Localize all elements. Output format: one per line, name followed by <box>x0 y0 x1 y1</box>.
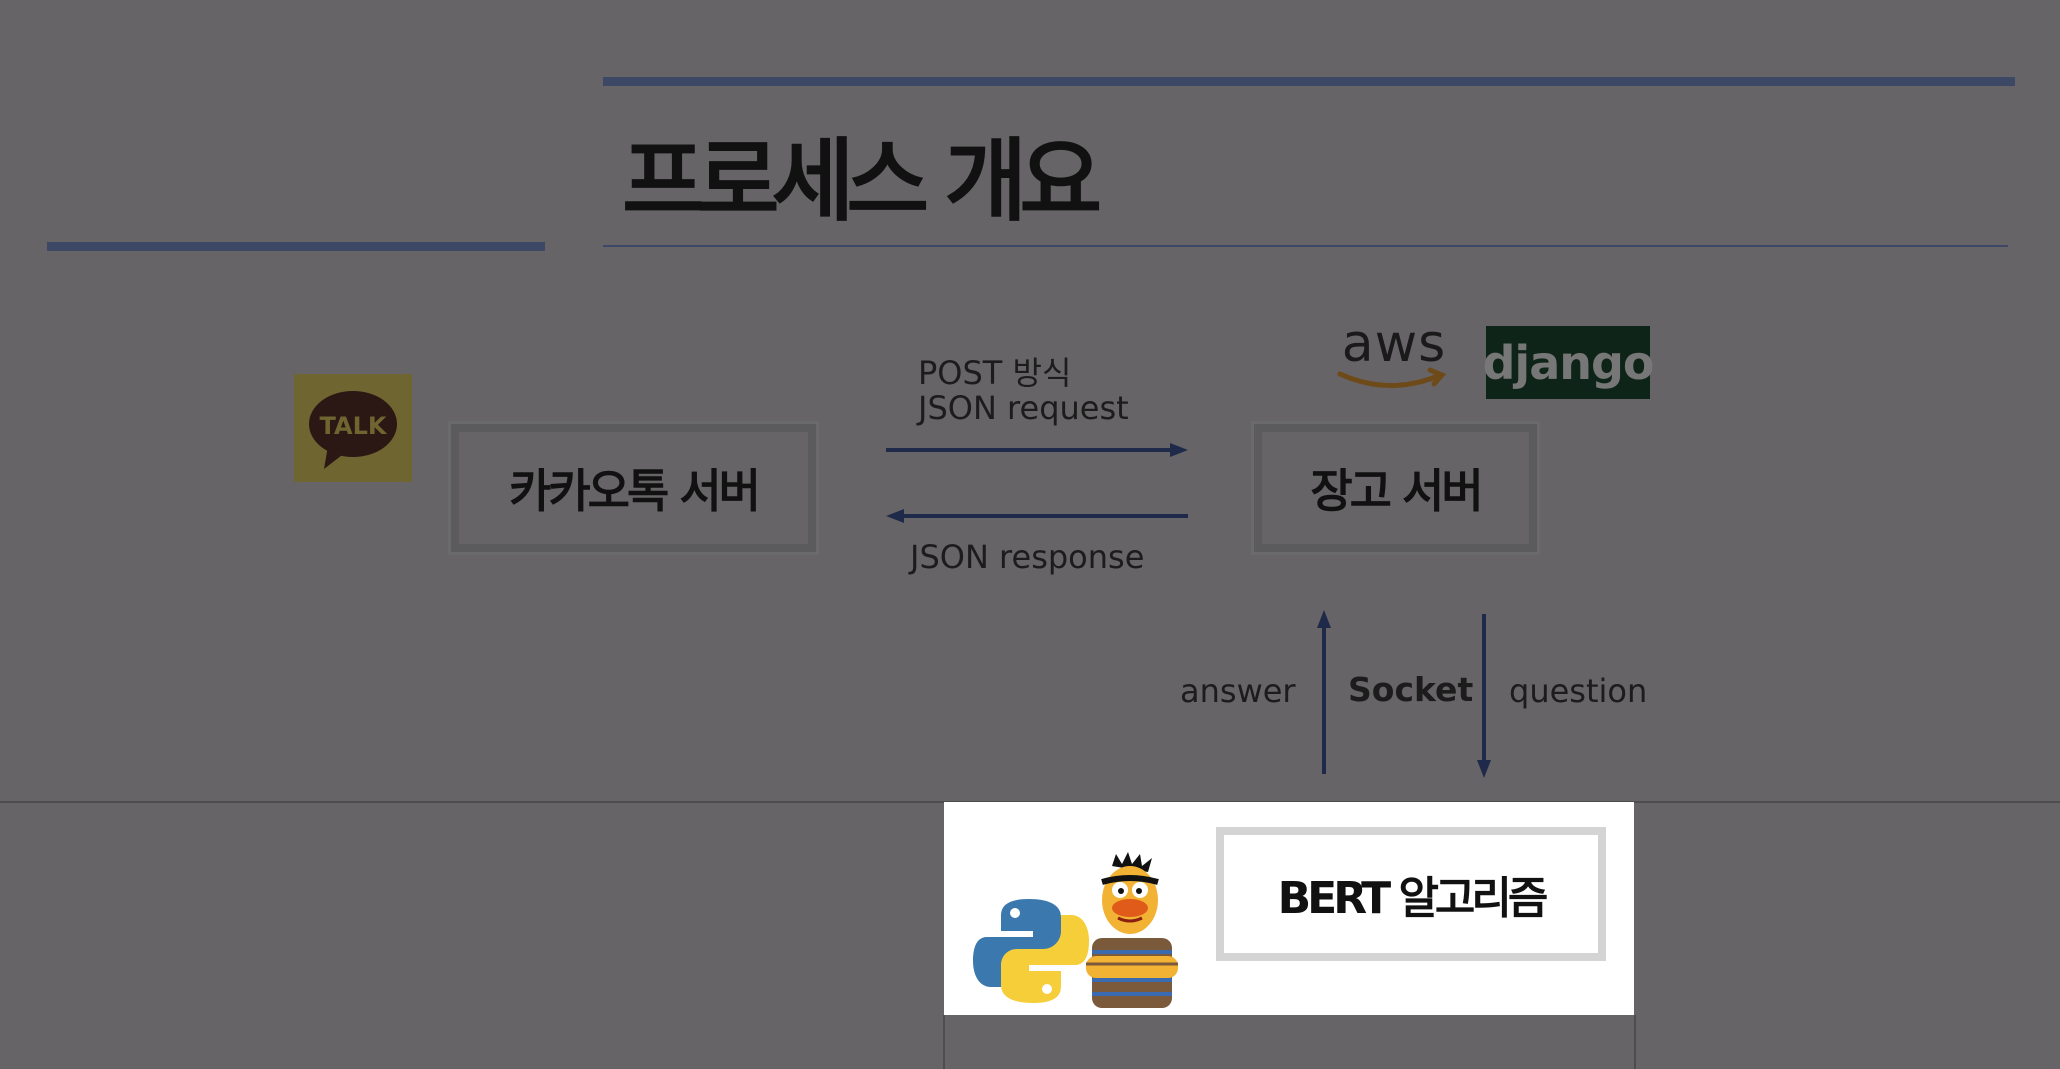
kakao-talk-logo: TALK <box>294 374 412 482</box>
aws-logo: aws <box>1334 318 1454 398</box>
header-left-rule <box>47 242 545 251</box>
kakao-logo-text: TALK <box>320 412 388 440</box>
kakao-server-label: 카카오톡 서버 <box>509 464 761 518</box>
header-top-rule <box>603 77 2015 86</box>
question-label: question <box>1509 672 1648 710</box>
django-server-label: 장고 서버 <box>1310 464 1483 518</box>
kakao-server-node: 카카오톡 서버 <box>451 424 816 552</box>
bert-character-icon <box>1086 852 1178 1008</box>
django-server-node: 장고 서버 <box>1254 424 1537 552</box>
django-logo: django <box>1483 326 1655 399</box>
aws-logo-text: aws <box>1341 314 1447 374</box>
request-label-line1: POST 방식 <box>918 354 1072 392</box>
page-title: 프로세스 개요 <box>622 129 1102 234</box>
answer-arrow <box>1317 610 1331 774</box>
aws-smile-icon <box>1337 367 1447 389</box>
question-arrow <box>1477 614 1491 778</box>
bert-node: BERT 알고리즘 <box>1216 827 1606 961</box>
bottom-panel-right-edge <box>1634 1015 1636 1069</box>
bottom-panel-left-edge <box>943 1015 945 1069</box>
response-arrow <box>886 509 1188 523</box>
request-label-line2: JSON request <box>918 389 1129 427</box>
django-logo-text: django <box>1482 335 1655 390</box>
python-logo-icon <box>973 899 1089 1003</box>
header-bottom-rule <box>603 245 2008 247</box>
answer-label: answer <box>1180 672 1296 710</box>
bert-label: BERT 알고리즘 <box>1277 873 1549 924</box>
request-arrow <box>886 443 1188 457</box>
socket-label: Socket <box>1348 670 1474 709</box>
response-label: JSON response <box>910 538 1145 576</box>
